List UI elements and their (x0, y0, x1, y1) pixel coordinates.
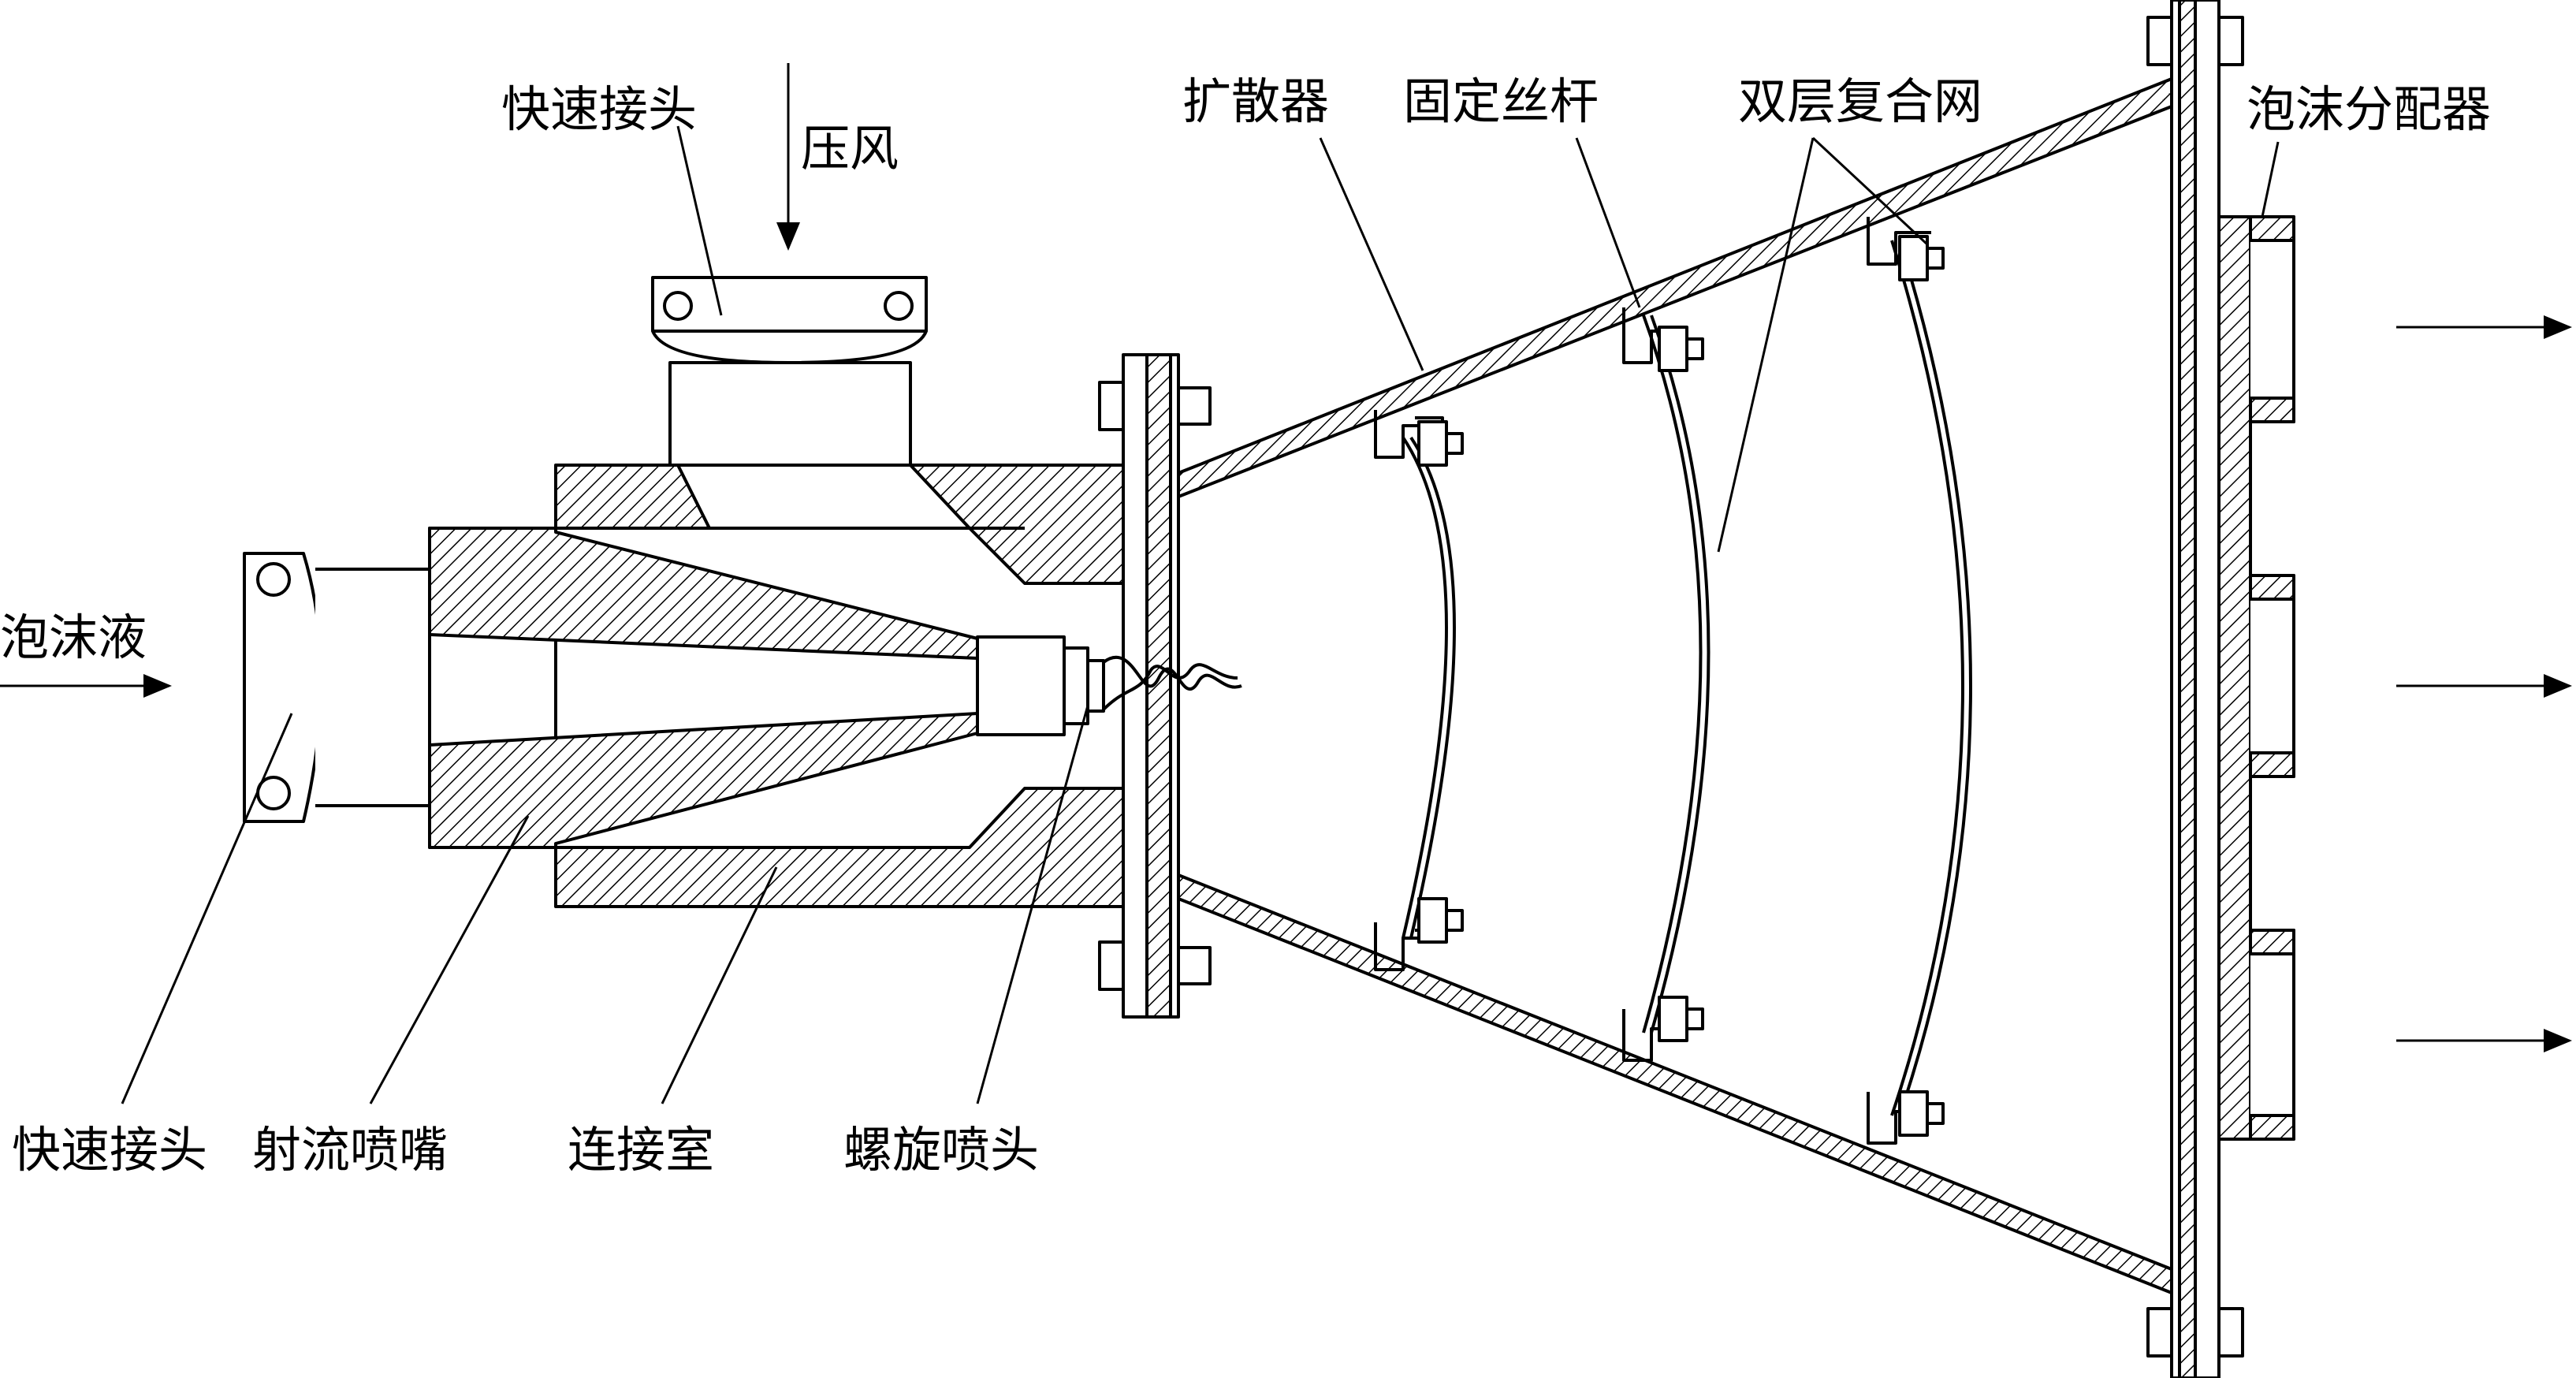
label-jet-nozzle: 射流喷嘴 (252, 1121, 448, 1179)
label-quick-connector-top: 快速接头 (501, 80, 697, 138)
bolt-hole-icon (884, 291, 914, 321)
left-quick-connector (243, 552, 431, 823)
bolt-hole-icon (256, 562, 291, 597)
label-fixing-rod: 固定丝杆 (1403, 73, 1599, 130)
spiral-nozzle (1086, 655, 1242, 713)
leader-lines (121, 125, 2280, 1104)
label-foam-liquid: 泡沫液 (0, 609, 147, 666)
flow-arrows (0, 63, 2572, 1052)
label-quick-connector-bottom: 快速接头 (12, 1121, 207, 1179)
fixing-rods (1374, 217, 1945, 1145)
label-double-mesh: 双层复合网 (1738, 73, 1982, 130)
double-mesh (1402, 240, 1972, 1116)
air-inlet-connector (651, 276, 928, 467)
bolt-hole-icon (663, 291, 693, 321)
diffuser (1177, 77, 2173, 1294)
label-foam-distributor: 泡沫分配器 (2247, 80, 2491, 138)
label-diffuser: 扩散器 (1182, 73, 1329, 130)
label-connecting-chamber: 连接室 (568, 1121, 714, 1179)
foam-distributor (2146, 0, 2295, 1378)
label-spiral-nozzle: 螺旋喷头 (843, 1121, 1039, 1179)
jet-nozzle-body (428, 527, 1089, 849)
label-compressed-air: 压风 (801, 120, 899, 177)
